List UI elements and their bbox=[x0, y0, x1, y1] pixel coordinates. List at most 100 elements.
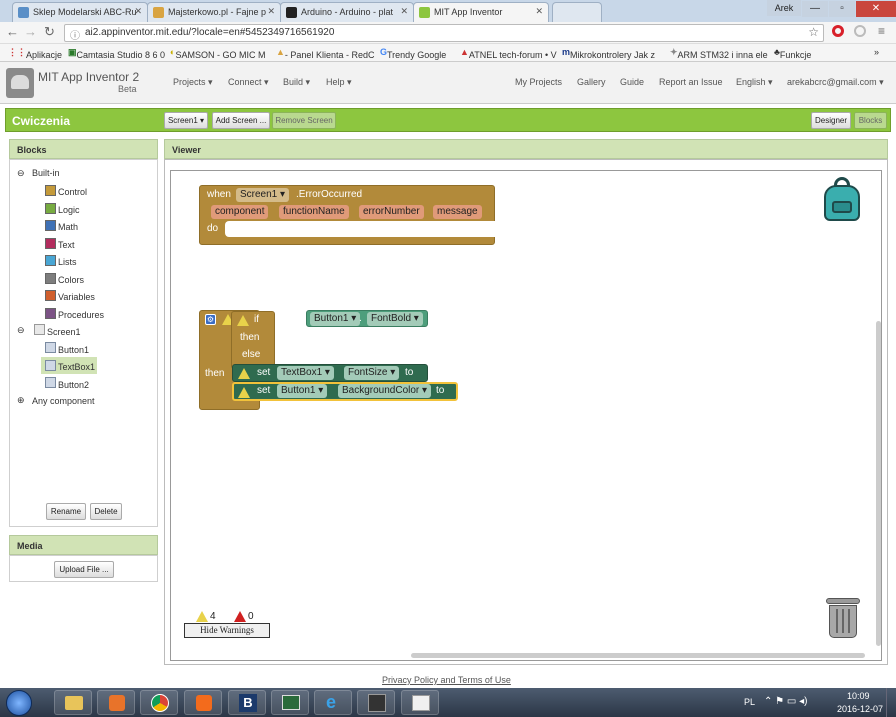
address-bar[interactable]: ⓘ ai2.appinventor.mit.edu/?locale=en#545… bbox=[64, 24, 824, 42]
bookmark-star-icon[interactable]: ☆ bbox=[808, 25, 819, 39]
more-bookmarks-icon[interactable]: » bbox=[874, 47, 880, 57]
set1-component-dropdown[interactable]: TextBox1 ▾ bbox=[277, 366, 334, 380]
warning-icon[interactable] bbox=[222, 314, 234, 325]
param-component[interactable]: component bbox=[211, 205, 269, 219]
param-error-number[interactable]: errorNumber bbox=[359, 205, 424, 219]
language-select[interactable]: English ▾ bbox=[736, 77, 773, 87]
upload-file-button[interactable]: Upload File ... bbox=[54, 561, 114, 578]
mutator-gear-icon[interactable]: ⚙ bbox=[205, 314, 216, 325]
menu-connect[interactable]: Connect ▾ bbox=[228, 77, 269, 87]
bookmark-trendy[interactable]: G Trendy Google bbox=[380, 47, 447, 60]
hide-warnings-button[interactable]: Hide Warnings bbox=[184, 623, 270, 638]
set-button1-backgroundcolor-block[interactable]: set Button1 ▾ BackgroundColor ▾ to bbox=[232, 382, 458, 401]
bookmark-apps[interactable]: ⋮⋮ Aplikacje bbox=[8, 47, 63, 60]
menu-help[interactable]: Help ▾ bbox=[326, 77, 352, 87]
inner-if-block[interactable]: if then else bbox=[231, 311, 275, 369]
bookmark-samson[interactable]: ◐ SAMSON - GO MIC M bbox=[170, 47, 266, 60]
clock-date[interactable]: 2016-12-07 bbox=[837, 704, 884, 714]
event-component-dropdown[interactable]: Screen1 ▾ bbox=[236, 188, 290, 202]
menu-icon[interactable]: ≡ bbox=[878, 24, 886, 38]
menu-build[interactable]: Build ▾ bbox=[283, 77, 311, 87]
screen-toggle-icon[interactable]: ⊖ bbox=[17, 325, 25, 335]
do-slot[interactable] bbox=[225, 221, 496, 237]
getter-property-dropdown[interactable]: FontBold ▾ bbox=[367, 312, 423, 326]
button1-fontbold-getter[interactable]: Button1 ▾ . FontBold ▾ bbox=[306, 310, 428, 327]
warning-icon[interactable] bbox=[238, 368, 250, 379]
param-function-name[interactable]: functionName bbox=[279, 205, 349, 219]
close-tab-icon[interactable]: ✕ bbox=[400, 6, 408, 16]
warning-icon[interactable] bbox=[237, 315, 249, 326]
bookmark-atnel[interactable]: ▲ ATNEL tech-forum • V bbox=[460, 47, 557, 60]
link-my-projects[interactable]: My Projects bbox=[515, 77, 563, 87]
bookmark-panel[interactable]: ▲ - Panel Klienta - RedC bbox=[276, 47, 375, 60]
clock-time[interactable]: 10:09 bbox=[847, 691, 870, 701]
taskbar-terminal-icon[interactable] bbox=[271, 690, 309, 715]
taskbar-ie-icon[interactable]: e bbox=[314, 690, 352, 715]
taskbar-app-icon[interactable] bbox=[357, 690, 395, 715]
error-occurred-event-block[interactable]: when Screen1 ▾ .ErrorOccurred component … bbox=[199, 185, 496, 245]
horizontal-scrollbar[interactable] bbox=[411, 653, 865, 658]
trash-can-icon[interactable] bbox=[826, 596, 860, 640]
show-desktop-button[interactable] bbox=[886, 688, 896, 717]
screen-label[interactable]: Screen1 bbox=[47, 327, 81, 337]
forward-icon[interactable]: → bbox=[24, 24, 37, 39]
browser-tab-app-inventor[interactable]: MIT App Inventor ✕ bbox=[413, 2, 549, 22]
blocks-button[interactable]: Blocks bbox=[854, 112, 887, 129]
bookmark-mikrokontrolery[interactable]: m Mikrokontrolery Jak z bbox=[562, 47, 656, 60]
builtin-label[interactable]: Built-in bbox=[32, 168, 60, 178]
menu-projects[interactable]: Projects ▾ bbox=[173, 77, 213, 87]
bookmark-funkcje[interactable]: ♣ Funkcje bbox=[774, 47, 812, 60]
privacy-link[interactable]: Privacy Policy and Terms of Use bbox=[382, 675, 511, 685]
close-icon[interactable]: ✕ bbox=[856, 1, 896, 17]
vertical-scrollbar[interactable] bbox=[876, 321, 881, 646]
remove-screen-button[interactable]: Remove Screen bbox=[272, 112, 336, 129]
account-menu[interactable]: arekabcrc@gmail.com ▾ bbox=[787, 77, 884, 87]
close-tab-icon[interactable]: ✕ bbox=[535, 6, 543, 16]
maximize-icon[interactable]: ▫ bbox=[829, 1, 855, 17]
language-indicator[interactable]: PL bbox=[744, 697, 756, 707]
back-icon[interactable]: ← bbox=[6, 24, 19, 39]
bookmark-camtasia[interactable]: ▣ Camtasia Studio 8 6 0 bbox=[68, 47, 166, 60]
link-gallery[interactable]: Gallery bbox=[577, 77, 606, 87]
builtin-toggle-icon[interactable]: ⊖ bbox=[17, 168, 25, 178]
taskbar-chrome-icon[interactable] bbox=[140, 690, 178, 715]
start-button[interactable] bbox=[6, 690, 32, 716]
taskbar-b-app-icon[interactable]: B bbox=[228, 690, 266, 715]
close-tab-icon[interactable]: ✕ bbox=[267, 6, 275, 16]
browser-tab-arduino[interactable]: Arduino - Arduino - plat ✕ bbox=[280, 2, 414, 22]
set-textbox1-fontsize-block[interactable]: set TextBox1 ▾ FontSize ▾ to bbox=[232, 364, 428, 382]
delete-button[interactable]: Delete bbox=[90, 503, 122, 520]
link-guide[interactable]: Guide bbox=[620, 77, 645, 87]
set2-component-dropdown[interactable]: Button1 ▾ bbox=[277, 384, 328, 398]
app-inventor-logo-icon[interactable] bbox=[6, 68, 34, 98]
warning-icon[interactable] bbox=[238, 387, 250, 398]
screen-select[interactable]: Screen1 ▾ bbox=[164, 112, 208, 129]
taskbar-paint-icon[interactable] bbox=[401, 690, 439, 715]
browser-tab-majsterkowo[interactable]: Majsterkowo.pl - Fajne p ✕ bbox=[147, 2, 281, 22]
taskbar-shop-icon[interactable] bbox=[184, 690, 222, 715]
close-tab-icon[interactable]: ✕ bbox=[134, 6, 142, 16]
any-component-toggle-icon[interactable]: ⊕ bbox=[17, 395, 25, 405]
reload-icon[interactable]: ↻ bbox=[44, 24, 55, 39]
set1-property-dropdown[interactable]: FontSize ▾ bbox=[344, 366, 400, 380]
backpack-icon[interactable] bbox=[822, 177, 862, 223]
bookmark-arm[interactable]: ✦ ARM STM32 i inna ele bbox=[670, 47, 768, 60]
taskbar-media-player-icon[interactable] bbox=[97, 690, 135, 715]
control-swatch-icon bbox=[45, 185, 56, 196]
extension-icon[interactable] bbox=[854, 25, 866, 37]
any-component-label[interactable]: Any component bbox=[32, 396, 95, 406]
taskbar-explorer-icon[interactable] bbox=[54, 690, 92, 715]
add-screen-button[interactable]: Add Screen ... bbox=[212, 112, 270, 129]
link-report-issue[interactable]: Report an Issue bbox=[659, 77, 723, 87]
minimize-icon[interactable]: — bbox=[802, 1, 828, 17]
set2-property-dropdown[interactable]: BackgroundColor ▾ bbox=[338, 384, 432, 398]
blocks-workspace[interactable]: when Screen1 ▾ .ErrorOccurred component … bbox=[170, 170, 882, 661]
opera-icon[interactable] bbox=[832, 25, 844, 37]
param-message[interactable]: message bbox=[433, 205, 482, 219]
rename-button[interactable]: Rename bbox=[46, 503, 86, 520]
designer-button[interactable]: Designer bbox=[811, 112, 851, 129]
tray-icons[interactable]: ⌃ ⚑ ▭ ◂) bbox=[764, 696, 808, 707]
getter-component-dropdown[interactable]: Button1 ▾ bbox=[310, 312, 361, 326]
browser-tab-sklep[interactable]: Sklep Modelarski ABC-Ru ✕ bbox=[12, 2, 148, 22]
new-tab-button[interactable] bbox=[552, 2, 602, 22]
